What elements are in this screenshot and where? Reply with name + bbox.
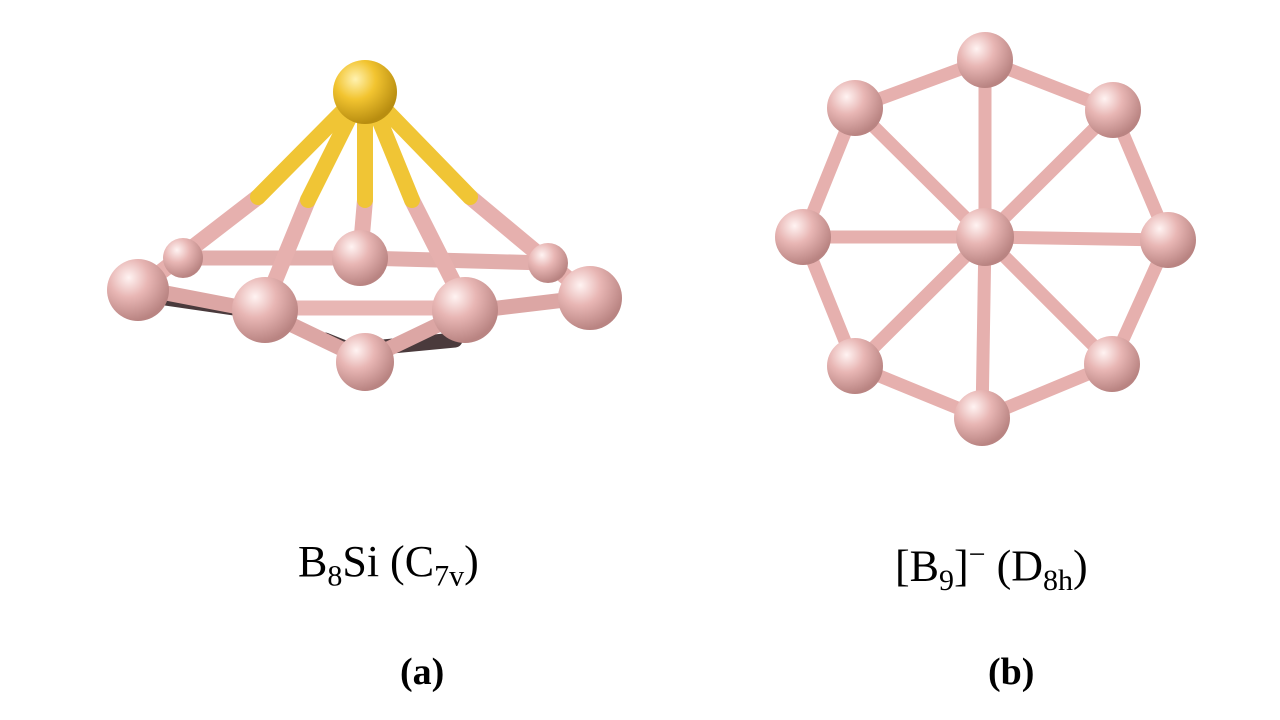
boron-atom [558, 266, 622, 330]
silicon-atom [333, 60, 397, 124]
b9-structure [775, 32, 1196, 446]
formula-b9-part: ) [1073, 541, 1088, 591]
formula-b9-charge: − [968, 538, 986, 571]
panel-label-a: (a) [400, 651, 445, 693]
boron-atom-center [956, 208, 1014, 266]
spoke-bonds [796, 53, 1175, 425]
boron-atom [1140, 212, 1196, 268]
formula-b9-sub: 9 [939, 564, 954, 598]
boron-atom [332, 230, 388, 286]
formula-b9-part: [B [895, 541, 939, 591]
boron-atom [954, 390, 1010, 446]
boron-atom [775, 209, 831, 265]
formula-b8si-symmetry-sub: 7v [434, 559, 465, 593]
boron-atom [336, 333, 394, 391]
formula-b8si-part: B [298, 537, 328, 586]
boron-atom [107, 259, 169, 321]
formula-b8si-sub: 8 [327, 559, 343, 593]
formula-b9-part: (D [985, 541, 1044, 591]
boron-atom [528, 243, 568, 283]
formula-b9-part: ] [954, 541, 969, 591]
boron-atom [432, 277, 498, 343]
boron-atom [827, 80, 883, 136]
b8si-structure [107, 60, 622, 391]
boron-atom [1084, 336, 1140, 392]
boron-atom [827, 338, 883, 394]
formula-b8si: B8Si (C7v) [298, 540, 479, 592]
boron-atom [232, 277, 298, 343]
formula-b9-symmetry-sub: 8h [1043, 564, 1074, 598]
formula-b9: [B9]− (D8h) [895, 540, 1088, 596]
boron-atom [163, 238, 203, 278]
formula-b8si-part: ) [464, 537, 479, 586]
boron-atom [957, 32, 1013, 88]
formula-b8si-part: Si (C [342, 537, 435, 586]
boron-atom [1085, 82, 1141, 138]
panel-label-b: (b) [988, 651, 1035, 693]
